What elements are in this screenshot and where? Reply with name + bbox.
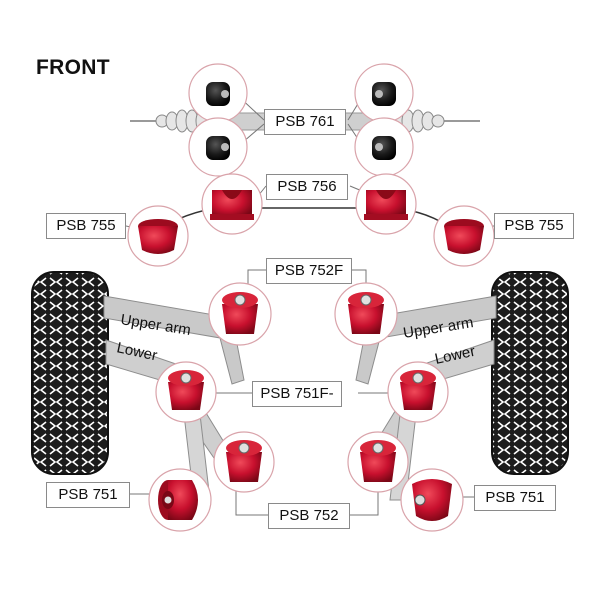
label-psb-752f: PSB 752F bbox=[266, 258, 352, 284]
anti-roll-bar bbox=[159, 207, 449, 229]
bushing-751f-right bbox=[387, 361, 449, 423]
bushing-751-left bbox=[148, 468, 212, 532]
label-psb-752: PSB 752 bbox=[268, 503, 350, 529]
bushing-761-bottom-right bbox=[354, 117, 414, 177]
label-psb-751-right: PSB 751 bbox=[474, 485, 556, 511]
bushing-751f-left bbox=[155, 361, 217, 423]
label-psb-751-left: PSB 751 bbox=[46, 482, 130, 508]
bushing-761-bottom-left bbox=[188, 117, 248, 177]
label-psb-755-left: PSB 755 bbox=[46, 213, 126, 239]
label-psb-756: PSB 756 bbox=[266, 174, 348, 200]
bushing-761-top-right bbox=[354, 63, 414, 123]
bushing-755-right bbox=[433, 205, 495, 267]
bushing-751-right bbox=[400, 468, 464, 532]
bushing-752-left bbox=[213, 431, 275, 493]
bushing-756-right bbox=[355, 173, 417, 235]
page-title: FRONT bbox=[36, 56, 110, 79]
bushing-755-left bbox=[127, 205, 189, 267]
bushing-761-top-left bbox=[188, 63, 248, 123]
tyre-left bbox=[31, 271, 109, 475]
bushing-752-right bbox=[347, 431, 409, 493]
bushing-756-left bbox=[201, 173, 263, 235]
bushing-752f-right bbox=[334, 282, 398, 346]
label-psb-761: PSB 761 bbox=[264, 109, 346, 135]
tyre-right bbox=[491, 271, 569, 475]
bushing-752f-left bbox=[208, 282, 272, 346]
label-psb-751f: PSB 751F- bbox=[252, 381, 342, 407]
leader-lines bbox=[125, 93, 494, 516]
label-psb-755-right: PSB 755 bbox=[494, 213, 574, 239]
